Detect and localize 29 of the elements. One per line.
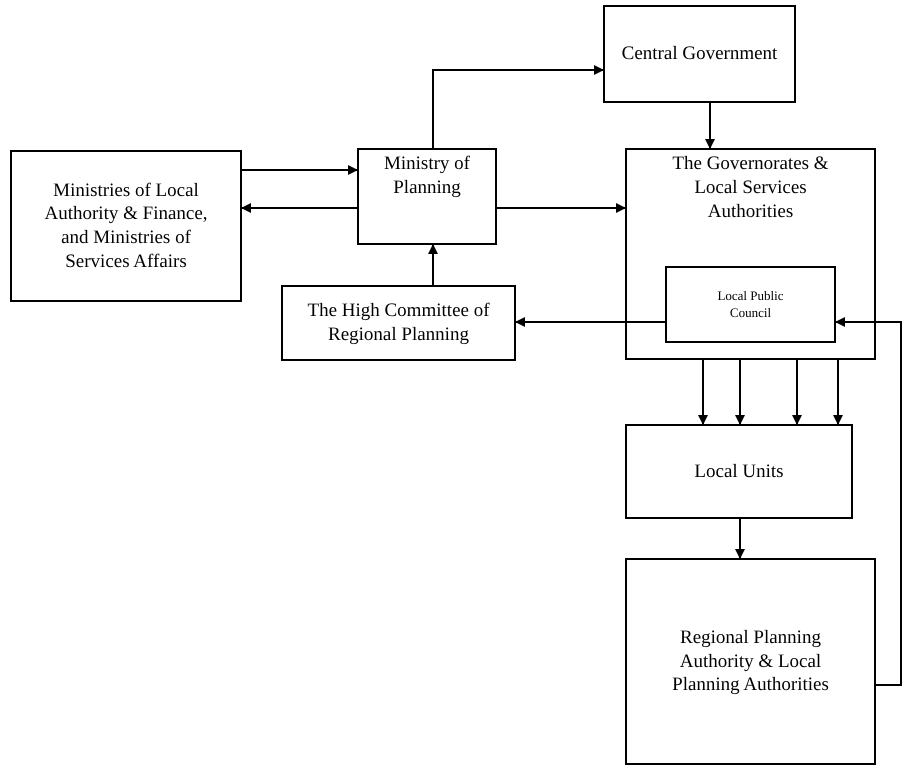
process-box <box>357 148 497 245</box>
arrow <box>242 165 358 175</box>
arrow <box>792 360 802 425</box>
box-label: Ministry of Planning <box>382 152 472 200</box>
process-box <box>665 266 836 343</box>
process-box <box>281 285 516 361</box>
box-label: Local Public Council <box>716 288 785 321</box>
arrow <box>735 360 745 425</box>
process-box <box>10 150 242 302</box>
arrow <box>497 203 626 213</box>
arrow <box>833 360 843 425</box>
box-label: Local Units <box>693 460 785 484</box>
box-label: Ministries of Local Authority & Finance, and Ministries of Services Affairs <box>43 178 209 274</box>
arrow <box>515 317 665 327</box>
process-box <box>625 558 876 765</box>
arrow <box>241 203 357 213</box>
arrow <box>432 65 604 148</box>
box-label: Central Government <box>620 42 778 66</box>
arrow <box>705 103 715 149</box>
box-label: The Governorates & Local Services Authorities <box>671 152 830 224</box>
box-label: The High Committee of Regional Planning <box>306 299 491 347</box>
arrow <box>735 519 745 559</box>
box-label: Regional Planning Authority & Local Planning Authorities <box>671 626 830 698</box>
arrow <box>835 317 902 686</box>
process-box <box>603 5 796 103</box>
process-box <box>625 424 853 519</box>
arrow <box>428 244 438 285</box>
process-box <box>625 148 876 360</box>
arrow <box>698 360 708 425</box>
